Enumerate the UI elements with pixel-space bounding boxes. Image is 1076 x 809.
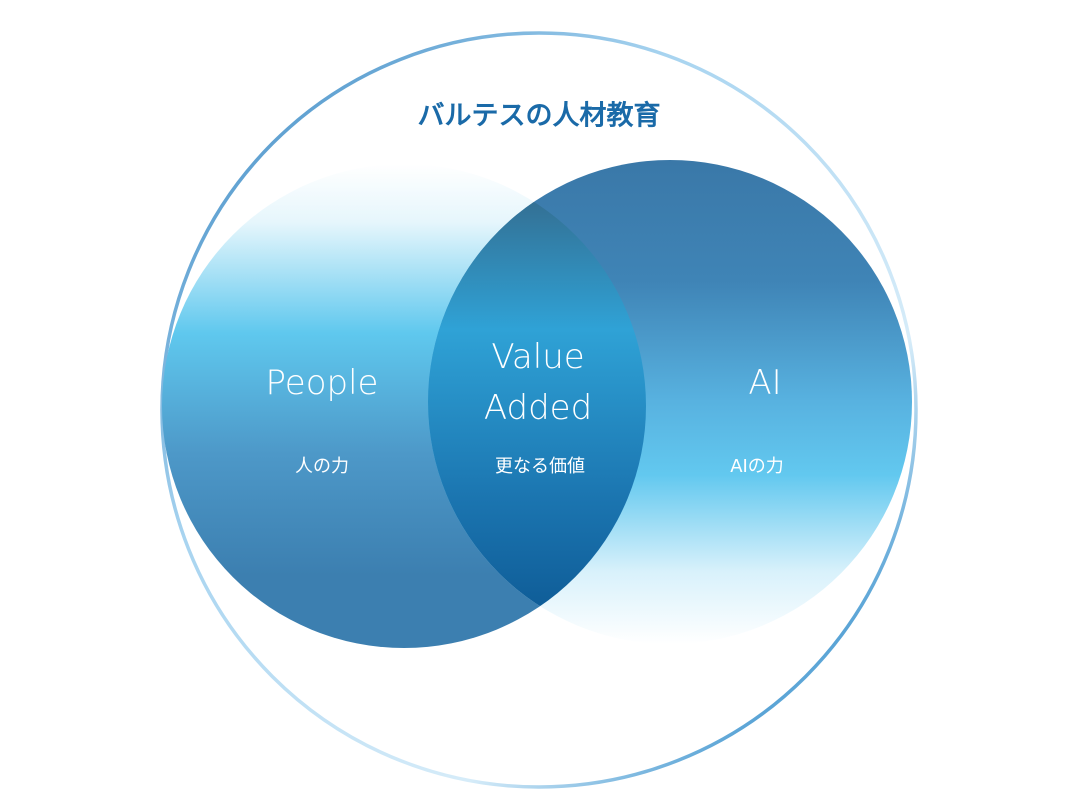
value-added-sub: 更なる価値 [495, 456, 585, 477]
outer-ring [160, 31, 918, 789]
value-added-intersection [428, 164, 646, 644]
people-sub: 人の力 [295, 456, 349, 477]
value-label-line1: Value [491, 337, 585, 377]
diagram-title: バルテスの人材教育 [417, 100, 661, 132]
ai-sub: AIの力 [730, 456, 784, 477]
ai-label: AI [748, 363, 782, 403]
value-label-line2: Added [483, 388, 593, 428]
people-label: People [265, 363, 379, 403]
